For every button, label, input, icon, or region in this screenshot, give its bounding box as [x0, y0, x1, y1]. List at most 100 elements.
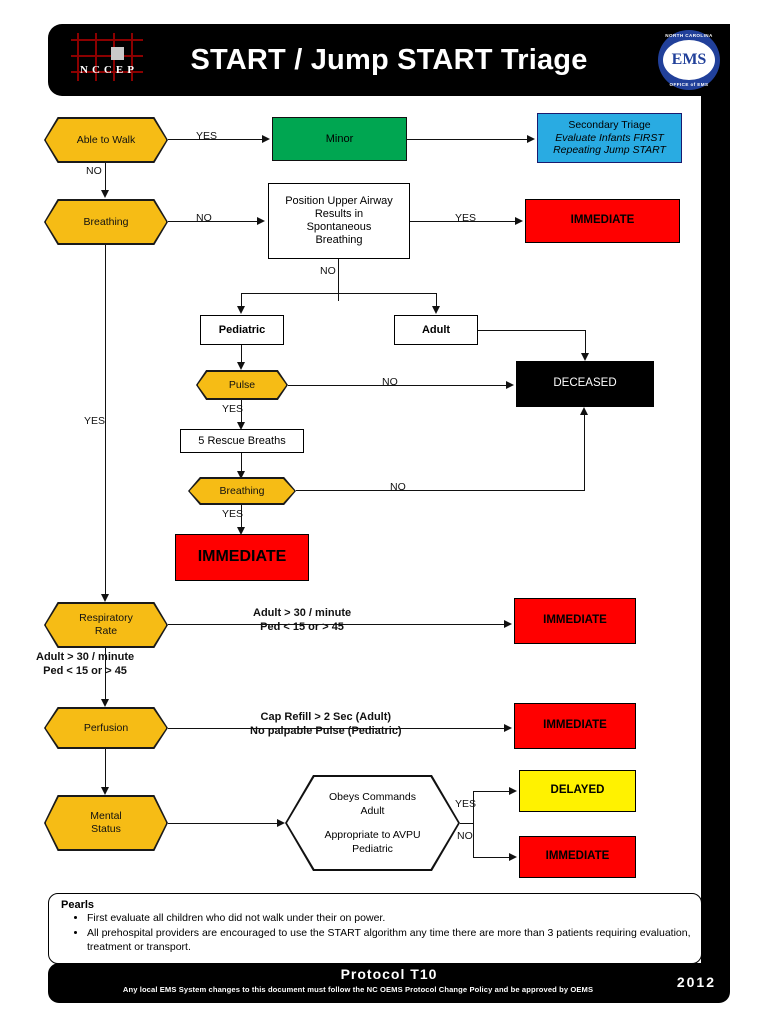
edge-label-avpu-yes: YES — [455, 798, 477, 810]
outcome-minor[interactable]: Minor — [272, 117, 407, 161]
decision-breathing-2-label: Breathing — [189, 478, 295, 504]
decision-breathing-2[interactable]: Breathing — [188, 477, 296, 505]
arrow-to-immediate-2 — [237, 527, 245, 535]
position-airway-line2: Results in — [314, 208, 364, 221]
edge-pulse-yes — [241, 400, 243, 428]
decision-able-to-walk-label: Able to Walk — [45, 118, 167, 162]
outcome-immediate-4[interactable]: IMMEDIATE — [514, 703, 636, 749]
arrow-to-delayed — [509, 787, 517, 795]
arrow-to-rescue-breaths — [237, 422, 245, 430]
edge-airway-yes — [410, 221, 517, 223]
resp-down-line2: Ped < 15 or > 45 — [43, 665, 127, 678]
outcome-deceased[interactable]: DECEASED — [516, 361, 654, 407]
arrow-to-perfusion — [101, 699, 109, 707]
page-header: START / Jump START Triage NCCEP NORTH CA… — [48, 24, 730, 96]
edge-avpu-yes — [473, 791, 513, 793]
action-position-upper-airway[interactable]: Position Upper Airway Results in Spontan… — [268, 183, 410, 259]
edge-avpu-no — [473, 857, 513, 859]
perfusion-criteria-line1: Cap Refill > 2 Sec (Adult) — [260, 711, 392, 723]
secondary-triage-line3: Repeating Jump START — [553, 144, 666, 157]
branch-adult[interactable]: Adult — [394, 315, 478, 345]
decision-breathing-1-label: Breathing — [45, 200, 167, 244]
edge-breathing-no — [168, 221, 261, 223]
arrow-to-pediatric — [237, 306, 245, 314]
rescue-breaths-label: 5 Rescue Breaths — [198, 434, 286, 447]
edge-breathing2-no — [296, 490, 585, 492]
decision-breathing-1[interactable]: Breathing — [44, 199, 168, 245]
nccep-highlight-square — [111, 47, 124, 60]
arrow-to-immediate-4 — [504, 724, 512, 732]
outcome-immediate-3[interactable]: IMMEDIATE — [514, 598, 636, 644]
decision-mental-status[interactable]: Mental Status — [44, 795, 168, 851]
edge-split-right — [436, 293, 438, 311]
outcome-delayed[interactable]: DELAYED — [519, 770, 636, 812]
edge-label-avpu-no: NO — [457, 830, 473, 842]
arrow-to-mental-status — [101, 787, 109, 795]
edge-label-walk-no: NO — [86, 165, 102, 177]
mental-status-line1: Mental — [90, 810, 122, 823]
perfusion-criteria-line2: No palpable Pulse (Pediatric) — [250, 725, 402, 738]
nccep-logo: NCCEP — [63, 31, 156, 89]
edge-resp-to-immediate — [168, 624, 508, 626]
seal-top-text: NORTH CAROLINA — [665, 33, 713, 38]
edge-perfusion-to-immediate — [168, 728, 508, 730]
footer-note: Any local EMS System changes to this doc… — [122, 985, 594, 994]
edge-avpu-split — [473, 791, 475, 857]
edge-rescue-to-breathing2 — [241, 453, 243, 477]
secondary-triage-line1: Secondary Triage — [568, 119, 651, 132]
branch-pediatric-label: Pediatric — [218, 323, 266, 336]
outcome-immediate-3-label: IMMEDIATE — [543, 614, 607, 627]
outcome-delayed-label: DELAYED — [550, 784, 605, 797]
edge-label-airway-no: NO — [320, 265, 336, 277]
edge-label-walk-yes: YES — [196, 130, 218, 142]
page-right-border — [701, 24, 730, 992]
footer-protocol-id: Protocol T10 — [340, 966, 438, 982]
edge-split-bar — [241, 293, 437, 295]
avpu-line3: Appropriate to AVPU — [324, 829, 421, 841]
decision-avpu-assessment[interactable]: Obeys Commands Adult Appropriate to AVPU… — [285, 775, 460, 871]
edge-resp-to-perfusion — [105, 648, 107, 705]
edge-walk-yes — [168, 139, 266, 141]
edge-avpu-stub — [460, 823, 474, 825]
edge-label-airway-yes: YES — [455, 212, 477, 224]
arrow-to-minor — [262, 135, 270, 143]
footer-year: 2012 — [676, 974, 716, 990]
resp-criteria-line2: Ped < 15 or > 45 — [260, 621, 344, 634]
avpu-line1: Obeys Commands — [329, 790, 416, 803]
outcome-immediate-1[interactable]: IMMEDIATE — [525, 199, 680, 243]
arrow-to-immediate-3 — [504, 620, 512, 628]
avpu-line4: Pediatric — [352, 843, 393, 856]
decision-respiratory-rate[interactable]: Respiratory Rate — [44, 602, 168, 648]
arrow-pulse-to-deceased — [506, 381, 514, 389]
secondary-triage-line2: Evaluate Infants FIRST — [555, 131, 664, 144]
branch-pediatric[interactable]: Pediatric — [200, 315, 284, 345]
arrow-to-adult — [432, 306, 440, 314]
decision-perfusion[interactable]: Perfusion — [44, 707, 168, 749]
outcome-secondary-triage[interactable]: Secondary Triage Evaluate Infants FIRST … — [537, 113, 682, 163]
arrow-to-immediate-1 — [515, 217, 523, 225]
page-footer: Protocol T10 Any local EMS System change… — [48, 963, 730, 1003]
mental-status-line2: Status — [91, 822, 121, 835]
outcome-minor-label: Minor — [325, 132, 354, 145]
decision-able-to-walk[interactable]: Able to Walk — [44, 117, 168, 163]
outcome-immediate-4-label: IMMEDIATE — [543, 719, 607, 732]
avpu-line2: Adult — [360, 804, 385, 817]
list-item: First evaluate all children who did not … — [87, 912, 691, 926]
arrow-to-breathing-1 — [101, 190, 109, 198]
action-5-rescue-breaths[interactable]: 5 Rescue Breaths — [180, 429, 304, 453]
decision-pulse[interactable]: Pulse — [196, 370, 288, 400]
edge-pediatric-to-pulse — [241, 345, 243, 367]
position-airway-line1: Position Upper Airway — [285, 195, 393, 208]
list-item: All prehospital providers are encouraged… — [87, 927, 691, 955]
pearls-title: Pearls — [61, 899, 95, 911]
arrow-to-secondary-triage — [527, 135, 535, 143]
outcome-immediate-2[interactable]: IMMEDIATE — [175, 534, 309, 581]
pearls-panel: Pearls First evaluate all children who d… — [48, 893, 702, 964]
arrow-to-pulse — [237, 362, 245, 370]
edge-label-breathing-yes: YES — [84, 415, 106, 427]
branch-adult-label: Adult — [421, 323, 451, 336]
position-airway-line4: Breathing — [315, 233, 363, 246]
edge-minor-to-secondary — [407, 139, 529, 141]
outcome-immediate-5[interactable]: IMMEDIATE — [519, 836, 636, 878]
